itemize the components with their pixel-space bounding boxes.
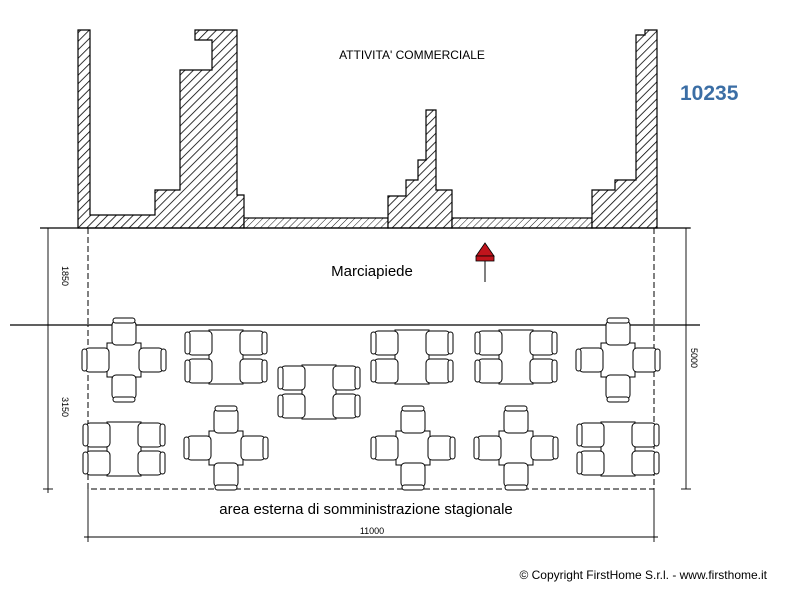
table — [498, 430, 534, 466]
chair — [81, 347, 110, 373]
chair — [240, 435, 269, 461]
chair — [631, 450, 660, 476]
threshold-left — [243, 217, 389, 229]
chair — [332, 393, 361, 419]
chair — [183, 435, 212, 461]
table — [600, 421, 636, 477]
chair — [184, 358, 213, 384]
chair — [400, 405, 426, 434]
building-label: ATTIVITA' COMMERCIALE — [339, 48, 485, 62]
dim-total-depth: 5000 — [689, 348, 699, 368]
outdoor-area-label: area esterna di somministrazione stagion… — [219, 501, 513, 518]
chair — [184, 330, 213, 356]
chair — [425, 358, 454, 384]
chair — [370, 358, 399, 384]
middle-wall — [387, 109, 453, 229]
chair — [576, 450, 605, 476]
table — [498, 329, 534, 385]
chair — [239, 358, 268, 384]
chair — [575, 347, 604, 373]
table — [301, 364, 337, 420]
table — [106, 421, 142, 477]
chair — [213, 462, 239, 491]
chair — [529, 330, 558, 356]
reference-code: 10235 — [680, 82, 739, 105]
chair — [474, 358, 503, 384]
table — [394, 329, 430, 385]
table — [208, 329, 244, 385]
chair — [370, 435, 399, 461]
chair — [277, 393, 306, 419]
chair — [239, 330, 268, 356]
dim-outdoor: 3150 — [60, 397, 70, 417]
chair — [332, 365, 361, 391]
chair — [111, 317, 137, 346]
threshold-right — [451, 217, 593, 229]
chair — [605, 374, 631, 403]
chair — [474, 330, 503, 356]
dim-total-width: 11000 — [360, 526, 384, 536]
dim-sidewalk: 1850 — [60, 266, 70, 286]
chair — [427, 435, 456, 461]
building-walls — [77, 29, 658, 229]
chair — [370, 330, 399, 356]
chair — [576, 422, 605, 448]
chair — [111, 374, 137, 403]
chair — [213, 405, 239, 434]
chair — [82, 450, 111, 476]
chair — [605, 317, 631, 346]
dimension-bottom — [84, 489, 658, 542]
dimension-right — [681, 227, 691, 490]
entrance-arrow-icon — [475, 242, 495, 282]
chair — [632, 347, 661, 373]
chair — [530, 435, 559, 461]
table — [208, 430, 244, 466]
chair — [400, 462, 426, 491]
right-wall — [591, 29, 658, 229]
dimension-left — [43, 227, 53, 493]
table — [395, 430, 431, 466]
outdoor-area-rect — [87, 324, 655, 490]
table — [106, 342, 142, 378]
chair — [503, 462, 529, 491]
table — [600, 342, 636, 378]
chair — [137, 450, 166, 476]
chair — [82, 422, 111, 448]
chair — [503, 405, 529, 434]
copyright-text: © Copyright FirstHome S.r.l. - www.first… — [519, 568, 767, 582]
chair — [137, 422, 166, 448]
chair — [425, 330, 454, 356]
sidewalk-label: Marciapiede — [331, 263, 413, 280]
left-wall — [77, 29, 245, 229]
chair — [138, 347, 167, 373]
chair — [631, 422, 660, 448]
chair — [529, 358, 558, 384]
chair — [473, 435, 502, 461]
chair — [277, 365, 306, 391]
furniture-layer — [81, 317, 661, 491]
